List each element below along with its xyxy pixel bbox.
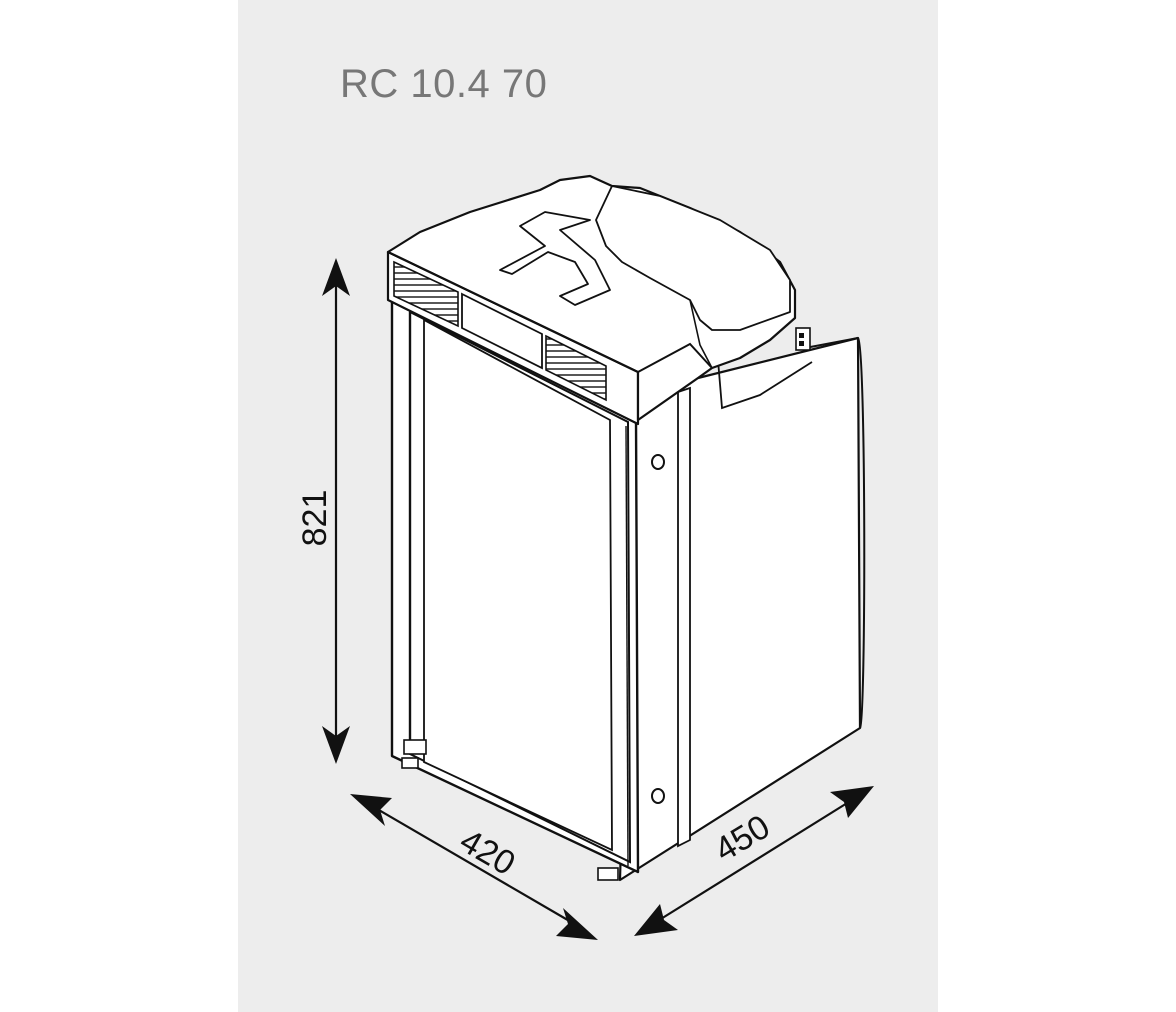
height-dimension-label: 821	[296, 490, 334, 547]
foot-right	[597, 867, 619, 881]
vent-right	[545, 334, 607, 402]
hinge-strip	[677, 386, 691, 848]
width-dimension-label: 420	[453, 822, 521, 883]
height-dimension-arrow	[322, 258, 350, 764]
vent-left	[393, 260, 459, 328]
width-dimension-arrow	[350, 794, 598, 940]
model-title: RC 10.4 70	[340, 62, 548, 106]
compressor-hump	[595, 185, 791, 331]
foot-left	[401, 757, 419, 769]
depth-dimension-arrow	[634, 786, 874, 936]
hinge-hole-bottom	[651, 788, 665, 804]
display-window	[461, 292, 543, 370]
lid-handle	[499, 211, 611, 306]
hinge-hole-top	[651, 454, 665, 470]
connector-block	[795, 327, 811, 351]
